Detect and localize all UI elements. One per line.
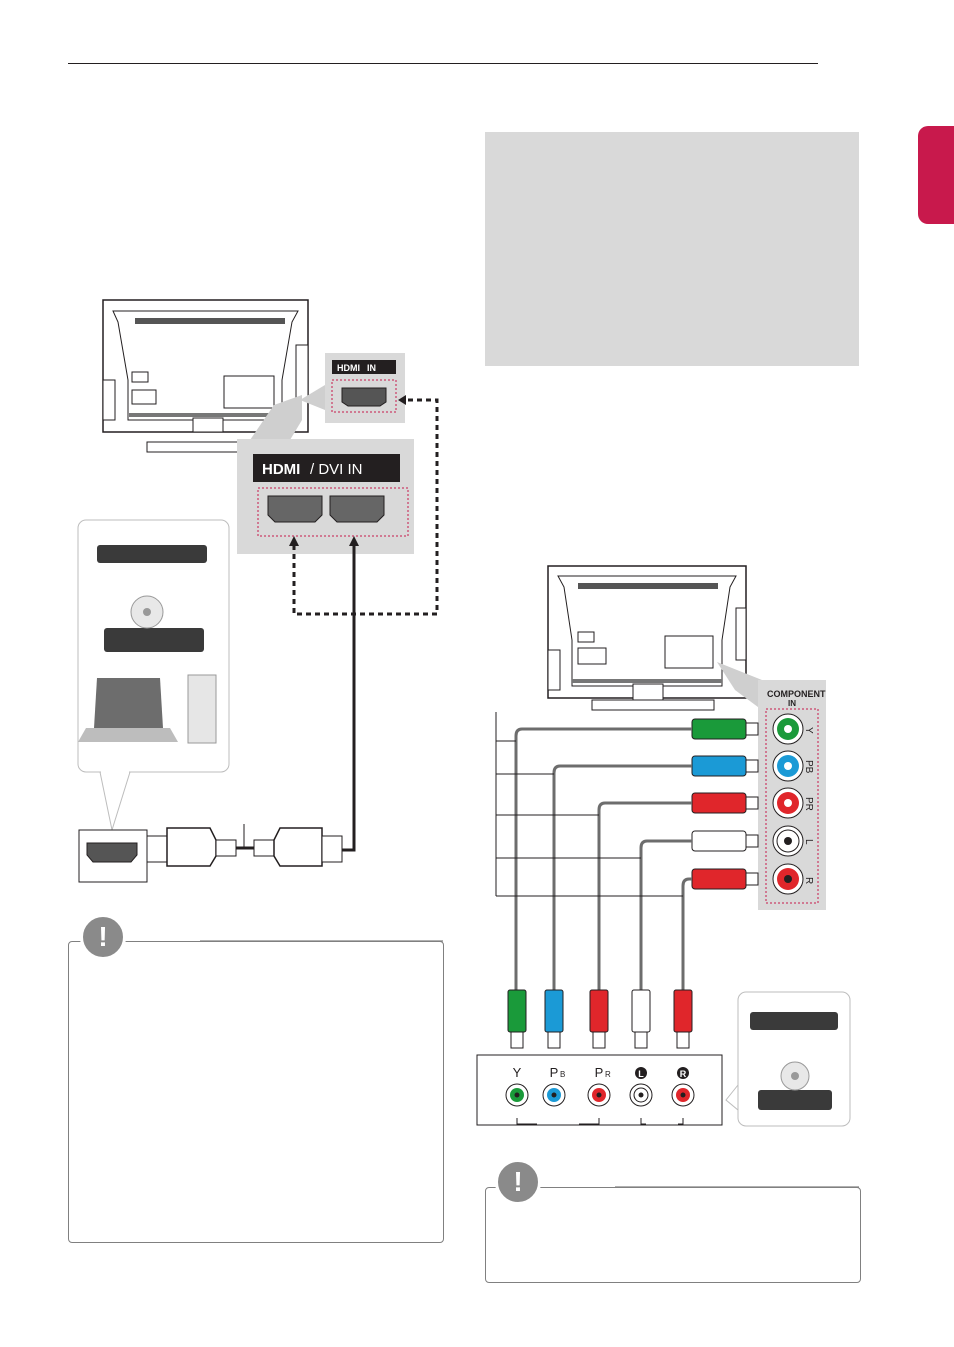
note-box-right (485, 1187, 861, 1283)
language-tab[interactable] (918, 126, 954, 224)
component-label: COMPONENT (767, 689, 826, 699)
component-source-devices (725, 991, 851, 1127)
device-jack-sub-b: B (560, 1070, 565, 1079)
tv-rear-view-right (547, 565, 747, 711)
jack-label-r: R (803, 877, 814, 884)
desktop-pc-icon (187, 674, 217, 744)
svg-text:HDMI: HDMI (262, 461, 300, 478)
device-jack-sub-r: R (605, 1070, 611, 1079)
jack-label-y: Y (803, 727, 814, 734)
tv-side-plugs (691, 718, 759, 890)
dvd-player-icon (758, 1090, 832, 1110)
hdmi-in-panel: HDMI IN (325, 353, 405, 423)
zoom-wedge (300, 385, 325, 410)
alt-connection-arrow (292, 398, 439, 616)
device-jack-label-pb: P (550, 1065, 559, 1080)
set-top-box-icon (97, 545, 207, 563)
device-jack-label-pr: P (595, 1065, 604, 1080)
note-box-left (68, 941, 444, 1243)
device-jack-label-y: Y (513, 1065, 522, 1080)
jack-label-pb: PB (803, 760, 814, 774)
svg-text:HDMI: HDMI (337, 363, 360, 373)
component-cables (514, 727, 692, 990)
device-component-panel: Y P P B R L R (476, 1054, 723, 1126)
source-devices-panel (77, 519, 230, 831)
exclamation-icon: ! (80, 914, 126, 960)
tv-component-jacks (772, 713, 804, 895)
hdmi-cable (78, 824, 343, 883)
hdmi-in-label: IN (367, 363, 376, 373)
dvi-in-label: / DVI IN (310, 461, 363, 478)
caution-panel (485, 132, 859, 366)
device-jack-label-l: L (638, 1069, 644, 1079)
tv-rear-view-left (102, 299, 309, 453)
header-rule (68, 63, 818, 64)
laptop-icon (94, 678, 163, 728)
set-top-box-icon (750, 1012, 838, 1030)
component-in-label: IN (788, 699, 796, 708)
device-side-plugs (507, 989, 693, 1049)
component-in-panel: COMPONENT IN Y PB PR L R (758, 680, 826, 910)
hdmi-cable-line (342, 545, 356, 852)
hdmi-dvi-in-panel: HDMI / DVI IN (237, 439, 414, 554)
zoom-wedge (250, 395, 302, 440)
cable-bracket (495, 712, 683, 897)
jack-label-l: L (803, 839, 814, 845)
device-jack-label-r: R (680, 1069, 687, 1079)
dvd-player-icon (104, 628, 204, 652)
exclamation-icon: ! (495, 1159, 541, 1205)
jack-label-pr: PR (803, 797, 814, 811)
zoom-wedge (717, 662, 762, 710)
